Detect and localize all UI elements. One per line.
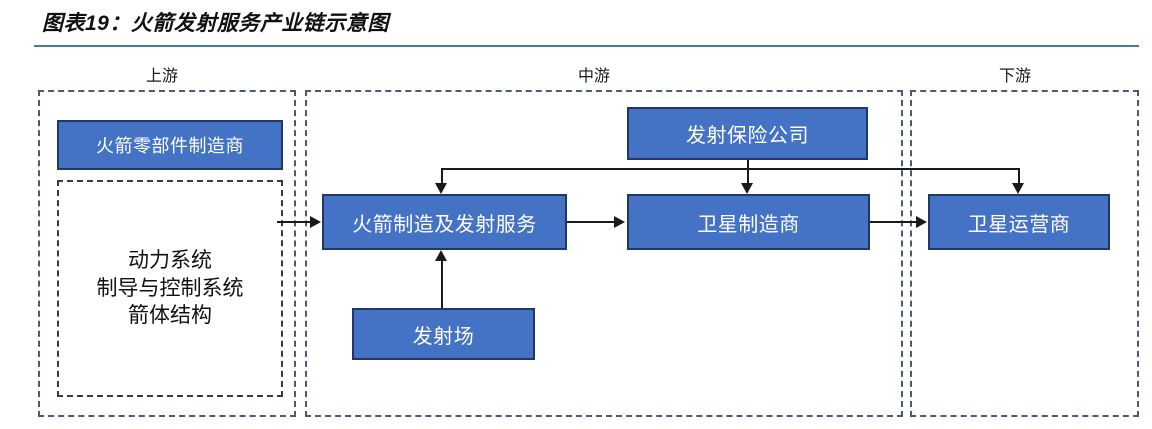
arrowhead-upstream-to-rocket	[310, 216, 321, 228]
arrowhead-launch-site-to-rocket	[435, 250, 447, 261]
stage-label-downstream: 下游	[999, 68, 1032, 85]
region-upstream	[38, 90, 296, 417]
arrowhead-satellite-mfg-to-operator	[916, 216, 927, 228]
node-rocket-parts-manufacturer[interactable]: 火箭零部件制造商	[57, 120, 283, 170]
node-satellite-manufacturer[interactable]: 卫星制造商	[627, 194, 870, 250]
connector-insurance-to-satellite-mfg-drop	[747, 168, 749, 183]
arrowhead-insurance-to-operator	[1012, 183, 1024, 194]
component-line-rocket-structure: 箭体结构	[128, 304, 212, 328]
page-title: 图表19：火箭发射服务产业链示意图	[42, 12, 389, 35]
connector-insurance-to-rocket-drop	[441, 168, 443, 183]
node-launch-insurance-company[interactable]: 发射保险公司	[627, 107, 868, 160]
connector-rocket-to-satellite-mfg	[567, 221, 615, 223]
component-list-box: 动力系统 制导与控制系统 箭体结构	[57, 180, 283, 397]
arrowhead-insurance-to-satellite-mfg	[741, 183, 753, 194]
connector-satellite-mfg-to-operator	[870, 221, 917, 223]
region-midstream	[305, 90, 903, 417]
connector-insurance-stub	[747, 160, 749, 169]
component-line-power-system: 动力系统	[128, 248, 212, 272]
node-launch-site[interactable]: 发射场	[352, 308, 535, 360]
arrowhead-rocket-to-satellite-mfg	[614, 216, 625, 228]
region-downstream	[910, 90, 1139, 417]
connector-insurance-to-operator-drop	[1018, 168, 1020, 183]
connector-insurance-bus-line	[441, 168, 1019, 170]
stage-label-midstream: 中游	[578, 68, 611, 85]
node-rocket-manufacturing-launch-service[interactable]: 火箭制造及发射服务	[322, 194, 567, 250]
stage-label-upstream: 上游	[146, 68, 179, 85]
component-line-guidance-control: 制导与控制系统	[96, 276, 244, 300]
title-underline-rule	[34, 45, 1139, 47]
arrowhead-insurance-to-rocket	[435, 183, 447, 194]
connector-upstream-to-rocket	[277, 221, 312, 223]
node-satellite-operator[interactable]: 卫星运营商	[928, 194, 1110, 250]
connector-launch-site-to-rocket	[441, 261, 443, 308]
